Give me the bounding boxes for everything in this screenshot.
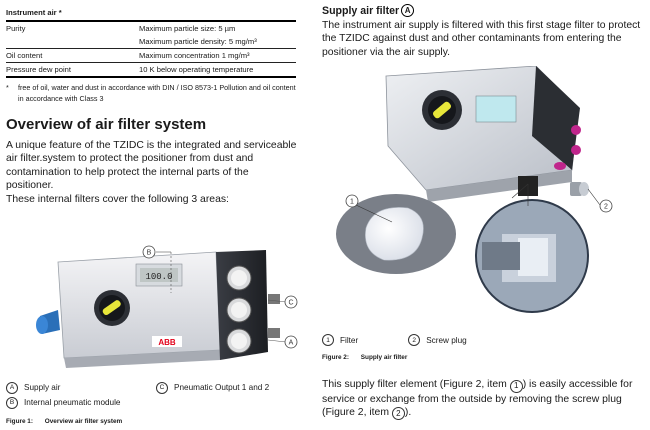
table-key: Purity [6, 24, 26, 33]
caption-text: Overview air filter system [44, 418, 123, 425]
overview-paragraph: A unique feature of the TZIDC is the int… [6, 140, 297, 192]
table-header: Instrument air * [6, 6, 296, 22]
footnote-text: free of oil, water and dust in accordanc… [18, 83, 296, 103]
left-column: Instrument air * Purity Maximum particle… [6, 6, 298, 368]
callout-a: A [289, 340, 294, 347]
caption-text: Supply air filter [360, 354, 408, 361]
right-column: Supply air filter A The instrument air s… [322, 4, 644, 421]
legend-letter: B [6, 396, 18, 409]
item-1-ref: 1 [509, 379, 523, 393]
section-title: Overview of air filter system [6, 116, 207, 133]
table-key [6, 35, 139, 49]
heading-text: Supply air filter [322, 4, 400, 17]
callout-b: B [147, 250, 152, 257]
table-value: Maximum particle density: 5 mg/m³ [139, 35, 296, 49]
table-value: Maximum concentration 1 mg/m³ [139, 48, 296, 63]
figure-2-legend: 1 Filter 2 Screw plug [322, 334, 517, 346]
figure-1-positioner-image: 100.0 ABB B C A [36, 245, 298, 368]
closing-text-2: ) is easily accessible for service or ex… [322, 379, 633, 418]
caption-number: Figure 1: [6, 418, 33, 425]
display-readout: 100.0 [145, 272, 172, 282]
table-key: Oil content [6, 48, 139, 63]
legend-text: Filter [340, 335, 359, 345]
legend-text: Pneumatic Output 1 and 2 [174, 383, 270, 392]
legend-text: Supply air [24, 383, 61, 392]
callout-c: C [288, 300, 293, 307]
closing-text-1: This supply filter element (Figure 2, it… [322, 379, 510, 390]
callout-1: 1 [350, 199, 354, 206]
table-value: 10 K below operating temperature [139, 62, 296, 78]
supply-air-filter-heading: Supply air filter A [322, 4, 644, 17]
closing-paragraph: This supply filter element (Figure 2, it… [322, 378, 644, 421]
heading-letter: A [401, 4, 415, 17]
legend-text: Internal pneumatic module [24, 398, 121, 407]
table-footnote: * free of oil, water and dust in accorda… [6, 82, 296, 104]
legend-text: Screw plug [426, 335, 467, 345]
legend-number: 2 [408, 334, 421, 346]
item-2-ref: 2 [391, 407, 405, 421]
table-value: Maximum particle size: 5 µm [139, 24, 236, 33]
figure-2-caption: Figure 2: Supply air filter [322, 354, 407, 361]
legend-letter: C [156, 381, 168, 394]
legend-number: 1 [322, 334, 334, 346]
caption-number: Figure 2: [322, 354, 349, 361]
legend-letter: A [6, 381, 18, 394]
callout-2: 2 [604, 204, 608, 211]
table-key: Pressure dew point [6, 62, 139, 78]
footnote-mark: * [6, 83, 9, 92]
instrument-air-table: Instrument air * Purity Maximum particle… [6, 6, 296, 78]
figure-1-caption: Figure 1: Overview air filter system [6, 418, 122, 425]
overview-paragraph-2: These internal filters cover the followi… [6, 193, 229, 205]
supply-paragraph: The instrument air supply is filtered wi… [322, 20, 641, 58]
figure-2-filter-image: 1 2 [336, 66, 613, 313]
closing-text-3: ). [404, 406, 412, 418]
abb-logo: ABB [158, 338, 176, 347]
